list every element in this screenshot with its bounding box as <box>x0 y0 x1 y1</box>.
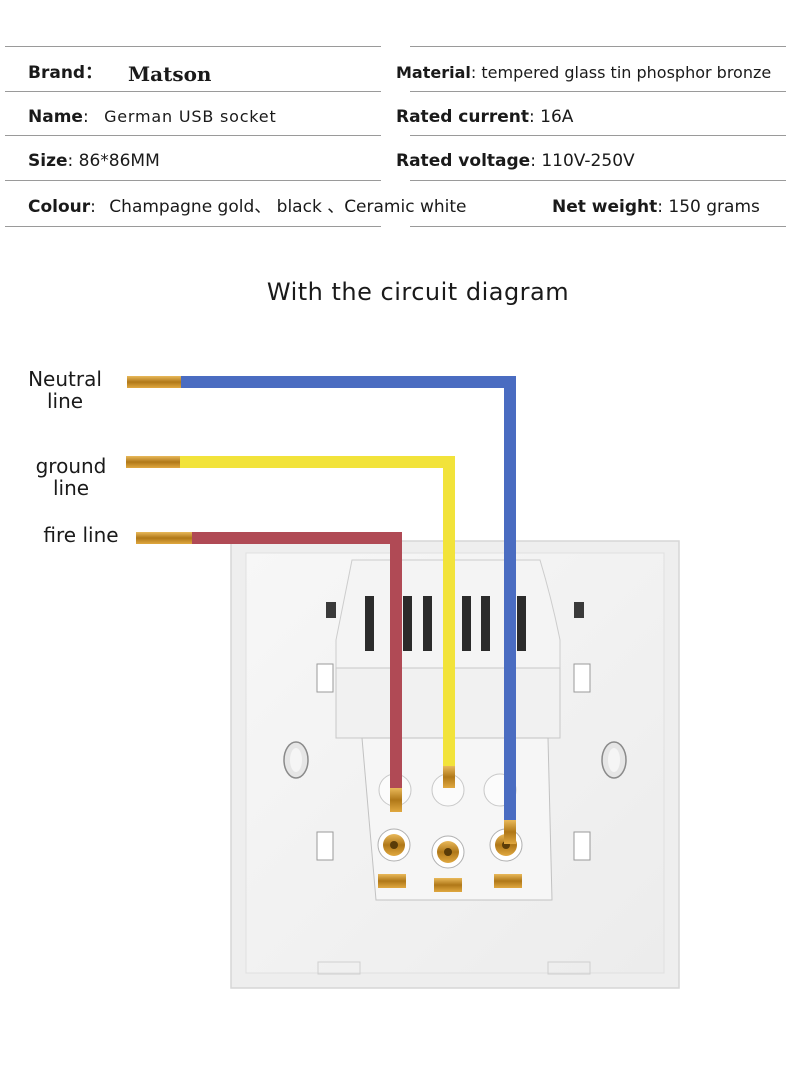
spec-divider <box>5 180 381 181</box>
spec-value: 110V-250V <box>541 151 635 171</box>
neutral-wire <box>127 376 516 844</box>
spec-divider <box>410 226 786 227</box>
spec-separator: ： <box>85 63 103 83</box>
spec-divider <box>5 46 381 47</box>
ground-wire <box>126 456 455 788</box>
spec-value: Champagne gold、 black 、Ceramic white <box>109 197 467 217</box>
spec-value: 150 grams <box>668 197 760 217</box>
spec-separator: : <box>657 197 663 217</box>
spec-net-weight: Net weight: 150 grams <box>552 197 760 217</box>
spec-divider <box>410 135 786 136</box>
spec-rated-voltage: Rated voltage: 110V-250V <box>396 151 635 171</box>
spec-key: Name <box>28 107 83 127</box>
spec-size: Size: 86*86MM <box>28 151 160 171</box>
spec-value: tempered glass tin phosphor bronze <box>481 63 772 82</box>
spec-colour: Colour: Champagne gold、 black 、Ceramic w… <box>28 197 467 217</box>
spec-key: Material <box>396 63 471 82</box>
spec-divider <box>410 180 786 181</box>
spec-separator: : <box>90 197 96 217</box>
label-line-1: Neutral <box>28 367 102 391</box>
spec-key: Colour <box>28 197 91 217</box>
label-fire-line: fire line <box>43 523 119 547</box>
spec-material: Material: tempered glass tin phosphor br… <box>396 63 771 83</box>
label-line-1: ground <box>35 454 107 478</box>
spec-name: Name: German USB socket <box>28 107 277 127</box>
spec-key: Rated voltage <box>396 151 531 171</box>
spec-brand: Brand： <box>28 63 102 83</box>
spec-value: 86*86MM <box>78 151 160 171</box>
spec-key: Rated current <box>396 107 530 127</box>
spec-key: Brand <box>28 63 86 83</box>
brand-name: Matson <box>128 62 212 86</box>
label-line-2: line <box>52 476 90 500</box>
spec-separator: : <box>67 151 74 171</box>
spec-divider <box>5 226 381 227</box>
spec-value: German USB socket <box>104 107 277 126</box>
spec-divider <box>5 91 381 92</box>
spec-divider <box>410 91 786 92</box>
fire-wire <box>136 532 402 812</box>
label-neutral-line: Neutral line <box>24 368 106 412</box>
spec-separator: : <box>82 107 89 127</box>
spec-separator: : <box>470 63 477 82</box>
spec-divider <box>410 46 786 47</box>
spec-separator: : <box>529 107 535 127</box>
spec-key: Net weight <box>552 197 658 217</box>
spec-rated-current: Rated current: 16A <box>396 107 573 127</box>
label-ground-line: ground line <box>30 455 112 499</box>
spec-divider <box>5 135 381 136</box>
spec-key: Size <box>28 151 68 171</box>
spec-separator: : <box>530 151 536 171</box>
spec-value: 16A <box>540 107 574 127</box>
diagram-title: With the circuit diagram <box>266 278 570 306</box>
label-line-2: line <box>46 389 84 413</box>
